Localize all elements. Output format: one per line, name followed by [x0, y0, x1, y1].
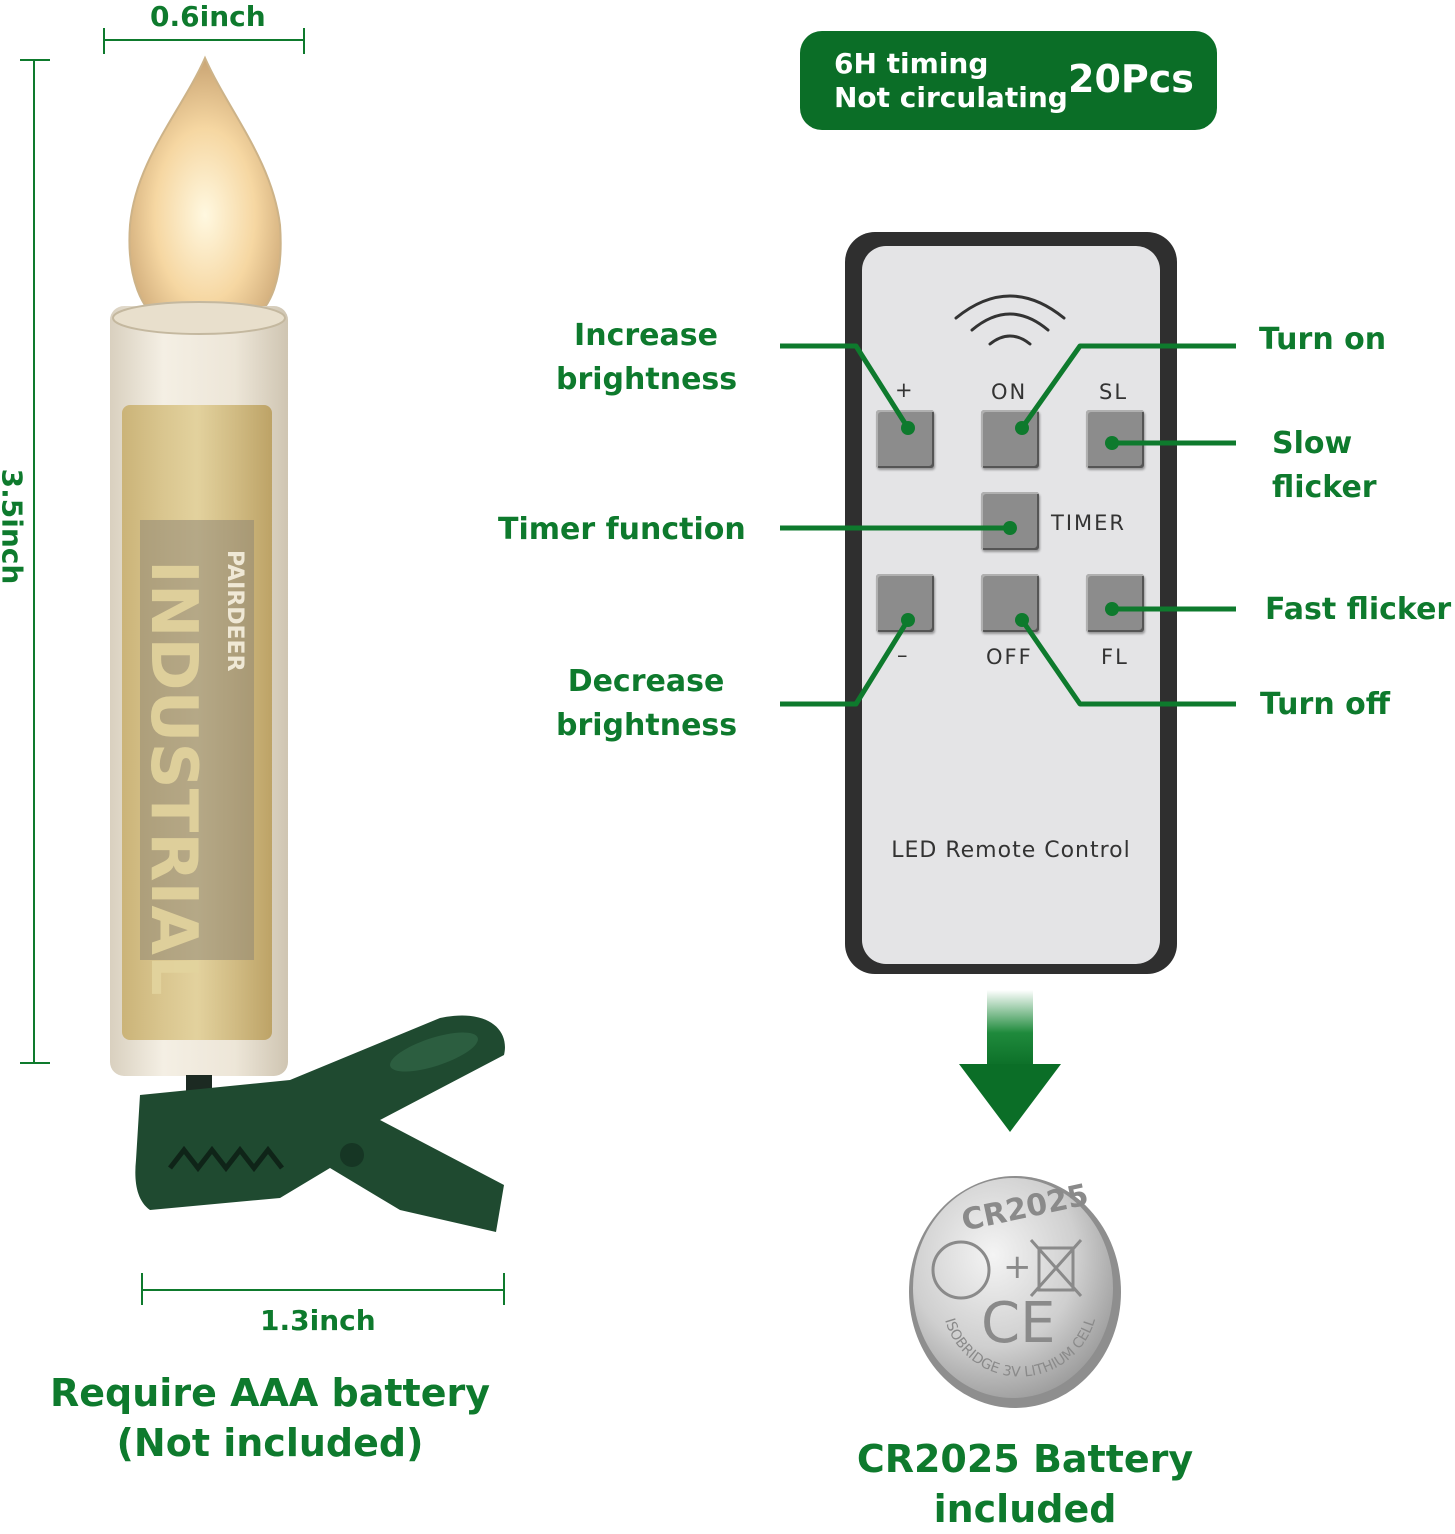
footer-left-line-1: Require AAA battery [50, 1371, 490, 1415]
dimension-width-top: 0.6inch [150, 0, 266, 33]
battery-brand: PAIRDEER [222, 550, 247, 672]
turn-off-button[interactable] [981, 574, 1039, 632]
remote-caption: LED Remote Control [891, 838, 1131, 863]
arrow-down-icon [959, 990, 1061, 1132]
callout-decrease-brightness: Decrease brightness [556, 660, 738, 748]
callout-turn-off: Turn off [1260, 687, 1391, 722]
candle-illustration: INDUSTRIAL PAIRDEER [110, 55, 505, 1232]
callout-decrease-line-2: brightness [556, 708, 738, 743]
remote-label-plus: + [895, 378, 915, 402]
wireless-signal-icon [954, 294, 1066, 346]
badge-line-2: Not circulating [834, 81, 1068, 114]
dimension-width-bottom: 1.3inch [260, 1304, 376, 1337]
footer-right: CR2025 Battery included [856, 1437, 1194, 1531]
callout-decrease-line-1: Decrease [567, 664, 725, 699]
callout-lines [780, 343, 1236, 707]
callout-slow-flicker: Slow flicker [1272, 426, 1377, 505]
remote-label-fl: FL [1101, 645, 1129, 669]
callout-timer-function: Timer function [498, 512, 746, 547]
ce-mark: CE [981, 1291, 1055, 1356]
coin-cell-battery: CR2025 + CE ISOBRIDGE 3V LITHIUM CELL [909, 1176, 1121, 1408]
badge-line-1: 6H timing [834, 47, 989, 80]
footer-left: Require AAA battery (Not included) [40, 1368, 500, 1468]
timing-badge: 6H timing Not circulating 20Pcs [800, 31, 1217, 130]
battery-print: INDUSTRIAL [136, 560, 210, 996]
callout-turn-on: Turn on [1259, 322, 1387, 357]
remote-label-on: ON [991, 380, 1028, 404]
remote-label-minus: – [897, 643, 910, 667]
callout-increase-line-1: Increase [574, 318, 718, 353]
dimension-lines [20, 28, 505, 1305]
badge-count: 20Pcs [1068, 57, 1194, 101]
callout-increase-brightness: Increase brightness [556, 314, 738, 402]
remote-label-sl: SL [1099, 380, 1129, 404]
remote-label-timer: TIMER [1051, 511, 1126, 535]
recycle-bin-icon [1029, 1239, 1083, 1297]
callout-increase-line-2: brightness [556, 362, 738, 397]
remote-label-off: OFF [986, 645, 1033, 669]
svg-text:+: + [1003, 1247, 1032, 1287]
callout-fast-flicker: Fast flicker [1265, 592, 1452, 627]
footer-left-line-2: (Not included) [116, 1421, 424, 1465]
